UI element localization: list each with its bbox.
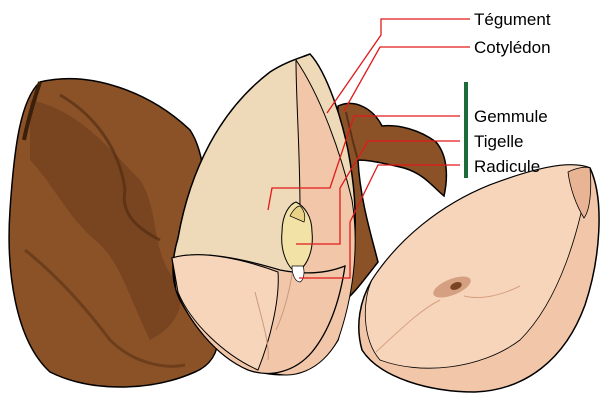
leader-tegument (326, 18, 470, 114)
seed-coat-shell (8, 78, 220, 388)
label-tegument: Tégument (474, 10, 551, 29)
label-radicule: Radicule (474, 157, 540, 176)
open-seed-half (358, 164, 600, 393)
leader-tigelle (296, 140, 460, 245)
main-seed (171, 53, 356, 376)
label-gemmule: Gemmule (474, 107, 548, 126)
leader-radicule (299, 164, 460, 279)
leader-gemmule (267, 115, 460, 211)
label-cotyledon: Cotylédon (474, 38, 551, 57)
embryo (281, 201, 313, 283)
leader-lines (267, 18, 470, 279)
label-tigelle: Tigelle (474, 132, 523, 151)
leader-cotyledon (343, 46, 470, 112)
